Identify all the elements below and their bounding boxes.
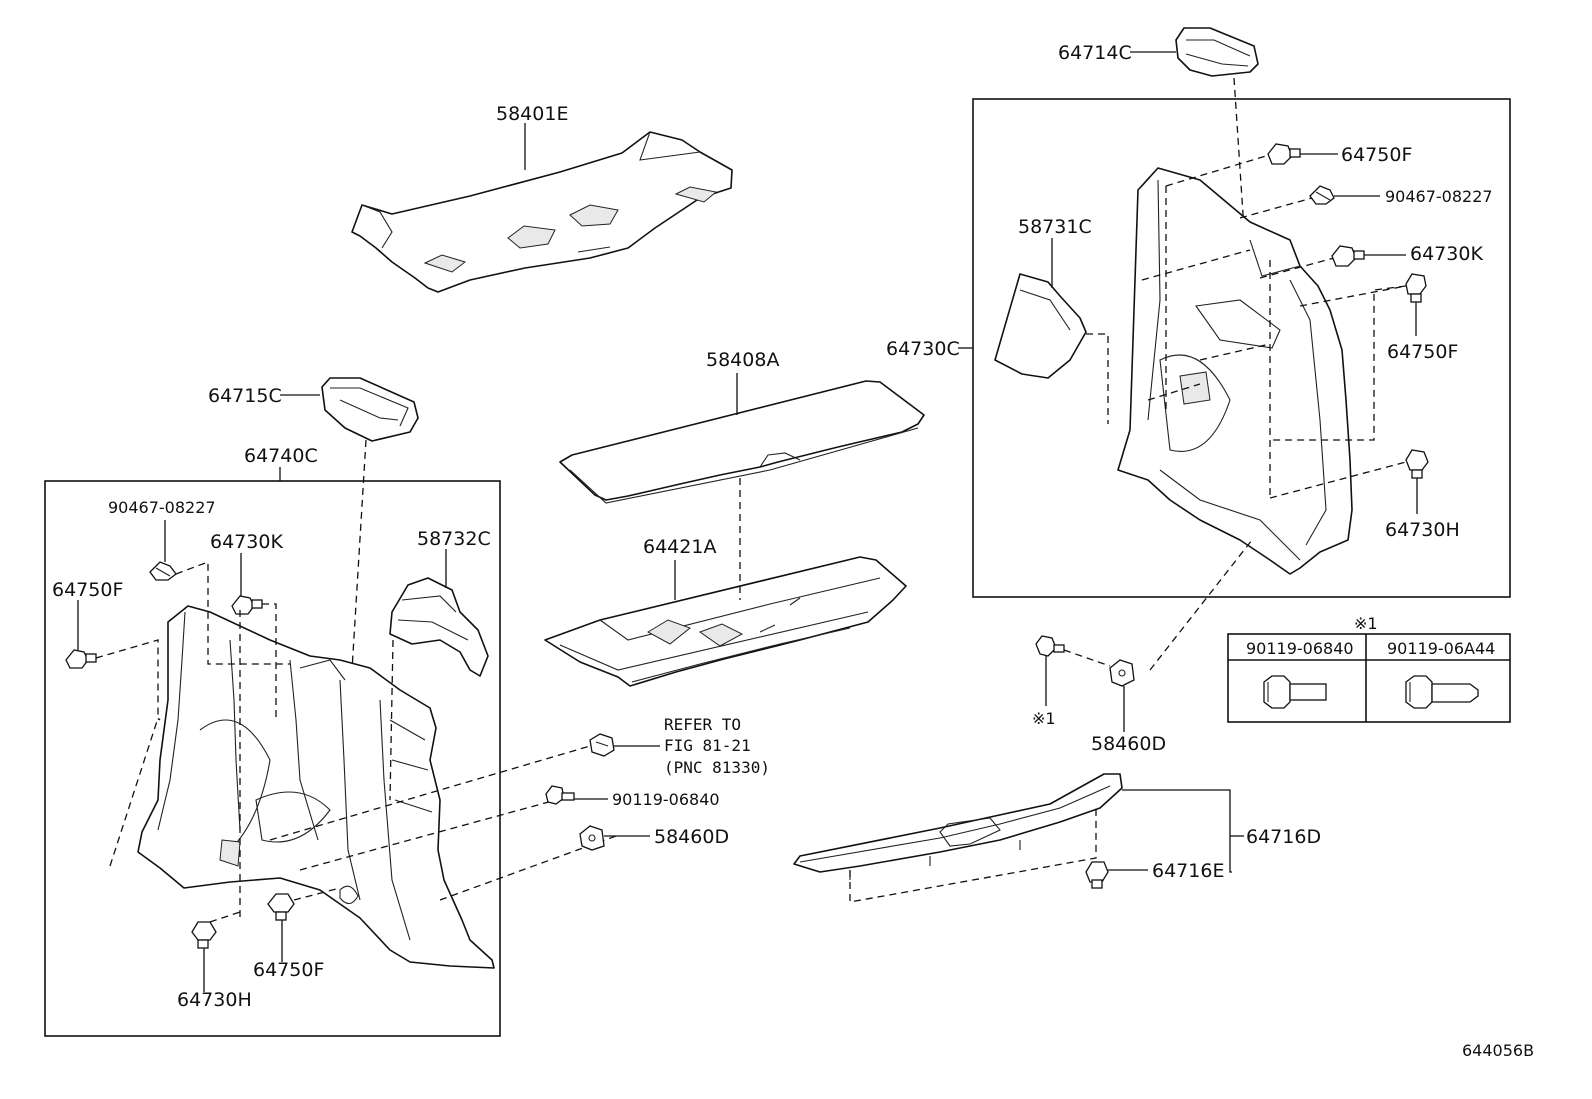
clip-90467-right[interactable]	[1309, 185, 1335, 205]
label-64715C: 64715C	[208, 385, 282, 407]
clip-64750F-left-bottom[interactable]	[267, 893, 295, 921]
bolt-icon-90119-06840	[1263, 675, 1327, 709]
bolt-icon-90119-06A44	[1405, 675, 1479, 709]
diagram-id: 644056B	[1462, 1041, 1534, 1060]
package-tray-trim-58401E[interactable]	[351, 131, 733, 293]
clip-64730K-left[interactable]	[231, 595, 263, 615]
cup-holder-64714C[interactable]	[1175, 27, 1259, 77]
deck-board-58408A[interactable]	[559, 380, 925, 504]
bolt-90119-06840[interactable]	[545, 785, 575, 805]
refer-line-3: (PNC 81330)	[664, 758, 770, 777]
refer-clip[interactable]	[589, 733, 615, 757]
refer-line-2: FIG 81-21	[664, 736, 751, 755]
label-58408A: 58408A	[706, 349, 779, 371]
scuff-plate-64716D[interactable]	[793, 773, 1123, 880]
label-64716E: 64716E	[1152, 860, 1224, 882]
label-64730C: 64730C	[886, 338, 960, 360]
label-58401E: 58401E	[496, 103, 568, 125]
bracket-58732C[interactable]	[389, 577, 489, 677]
clip-64750F-right-top[interactable]	[1267, 143, 1301, 165]
note-table-col2: 90119-06A44	[1387, 639, 1495, 658]
label-64730H-left: 64730H	[177, 989, 252, 1011]
label-64716D: 64716D	[1246, 826, 1321, 848]
label-64730K-right: 64730K	[1410, 243, 1483, 265]
label-64750F-right-mid: 64750F	[1387, 341, 1458, 363]
pad-58731C[interactable]	[994, 273, 1087, 379]
clip-64730H-left[interactable]	[191, 921, 217, 949]
note-table	[1227, 633, 1511, 723]
refer-line-1: REFER TO	[664, 715, 741, 734]
clip-64716E[interactable]	[1085, 861, 1109, 889]
quarter-trim-panel-left[interactable]	[137, 605, 495, 969]
clip-64750F-right-mid[interactable]	[1405, 273, 1427, 303]
label-64730H-right: 64730H	[1385, 519, 1460, 541]
clip-64730K-right[interactable]	[1331, 245, 1365, 267]
note-mark-bolt: ※1	[1032, 709, 1056, 728]
label-64750F-right-top: 64750F	[1341, 144, 1412, 166]
label-64740C: 64740C	[244, 445, 318, 467]
label-58460D-center: 58460D	[654, 826, 729, 848]
label-90119-06840: 90119-06840	[612, 790, 720, 809]
nut-58460D-right[interactable]	[1109, 659, 1135, 687]
deck-floor-box-64421A[interactable]	[544, 556, 907, 687]
quarter-trim-panel-right[interactable]	[1117, 167, 1353, 575]
nut-58460D-center[interactable]	[579, 825, 605, 851]
label-90467-right: 90467-08227	[1385, 187, 1493, 206]
label-64750F-left: 64750F	[52, 579, 123, 601]
bolt-note-1[interactable]	[1035, 635, 1065, 657]
note-table-col1: 90119-06840	[1246, 639, 1354, 658]
label-64750F-left-bottom: 64750F	[253, 959, 324, 981]
label-64730K-left: 64730K	[210, 531, 283, 553]
label-58460D-right: 58460D	[1091, 733, 1166, 755]
left-assembly-box	[44, 480, 501, 1037]
clip-90467-left[interactable]	[149, 561, 177, 581]
label-64421A: 64421A	[643, 536, 716, 558]
label-58732C: 58732C	[417, 528, 491, 550]
cup-holder-64715C[interactable]	[321, 377, 419, 442]
label-64714C: 64714C	[1058, 42, 1132, 64]
clip-64750F-left[interactable]	[65, 649, 97, 669]
clip-64730H-right[interactable]	[1405, 449, 1429, 479]
label-90467-left: 90467-08227	[108, 498, 216, 517]
note-table-title: ※1	[1354, 614, 1378, 633]
label-58731C: 58731C	[1018, 216, 1092, 238]
